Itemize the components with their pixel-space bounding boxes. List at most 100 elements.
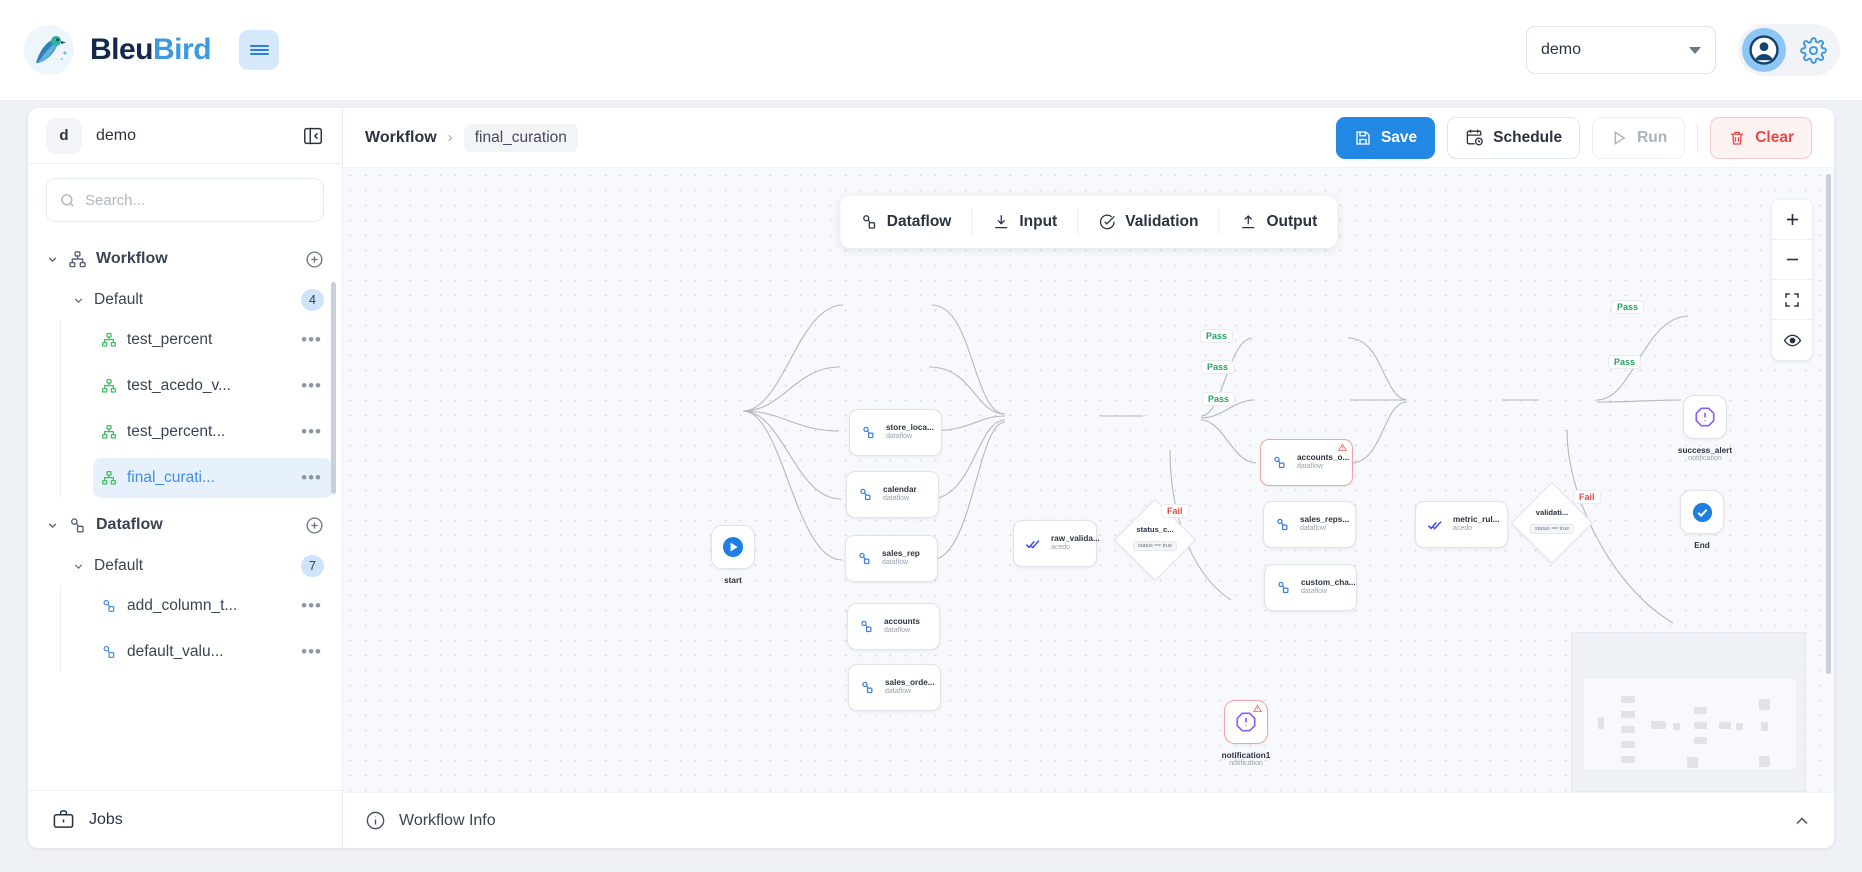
- workspace-name: demo: [96, 126, 137, 144]
- minimap-node: [1694, 707, 1707, 714]
- schedule-button[interactable]: Schedule: [1447, 116, 1581, 159]
- item-menu-icon[interactable]: •••: [301, 422, 322, 441]
- workflow-info-bar[interactable]: Workflow Info: [343, 792, 1834, 848]
- edge-label-fail: Fail: [1161, 504, 1189, 518]
- sidebar-item-add-column[interactable]: add_column_t... •••: [93, 586, 332, 626]
- sidebar-item-test-percent[interactable]: test_percent •••: [93, 320, 332, 360]
- breadcrumb-root[interactable]: Workflow: [365, 128, 437, 146]
- toolbar-divider: [1077, 209, 1079, 235]
- workflow-node-sales-reps[interactable]: sales_reps...dataflow: [1263, 501, 1356, 548]
- workflow-node-store-local[interactable]: store_loca...dataflow: [849, 409, 942, 456]
- alert-octagon-icon: [1236, 712, 1256, 732]
- node-title: metric_rul...: [1453, 515, 1500, 524]
- workflow-node-custom-cha[interactable]: custom_cha...dataflow: [1264, 564, 1357, 611]
- sidebar-subgroup-dataflow-default[interactable]: Default 7: [38, 546, 332, 586]
- hamburger-menu-icon[interactable]: [239, 30, 280, 70]
- workflow-hierarchy-icon: [101, 332, 117, 348]
- node-title: success_alert: [1677, 446, 1733, 455]
- workflow-node-sales-order[interactable]: sales_orde...dataflow: [848, 664, 941, 711]
- edge-label-pass: Pass: [1202, 392, 1236, 406]
- item-menu-icon[interactable]: •••: [301, 468, 322, 487]
- workflow-node-metric-rules[interactable]: metric_rul...acedo: [1415, 501, 1508, 548]
- canvas-tool-input[interactable]: Input: [972, 196, 1077, 248]
- dataflow-nodes-icon: [1275, 517, 1290, 532]
- canvas-scrollbar[interactable]: [1826, 174, 1831, 674]
- search-input[interactable]: [85, 191, 311, 209]
- clear-button-label: Clear: [1755, 128, 1794, 146]
- workflow-node-accounts-o[interactable]: accounts_o...dataflow: [1260, 439, 1353, 486]
- item-menu-icon[interactable]: •••: [301, 596, 322, 615]
- sidebar-item-jobs[interactable]: Jobs: [28, 790, 342, 848]
- org-select[interactable]: demo: [1526, 26, 1716, 74]
- workflow-info-label: Workflow Info: [399, 811, 496, 829]
- briefcase-icon: [52, 808, 75, 831]
- workflow-canvas[interactable]: Dataflow Input: [343, 168, 1834, 792]
- zoom-out-icon[interactable]: [1772, 240, 1812, 280]
- fit-view-icon[interactable]: [1772, 280, 1812, 320]
- search-icon: [59, 192, 76, 209]
- sidebar-group-workflow[interactable]: Workflow: [38, 238, 332, 280]
- workflow-node-raw-validation[interactable]: raw_valida...acedo: [1013, 520, 1100, 567]
- edge-label-pass: Pass: [1200, 329, 1234, 343]
- toolbar-divider: [1218, 209, 1220, 235]
- sidebar-item-test-percent-2[interactable]: test_percent... •••: [93, 412, 332, 452]
- sidebar-scrollbar[interactable]: [331, 282, 336, 494]
- canvas-minimap[interactable]: [1571, 632, 1806, 792]
- gear-icon[interactable]: [1798, 35, 1828, 65]
- save-button-label: Save: [1380, 128, 1418, 146]
- sidebar-item-label: test_acedo_v...: [127, 377, 231, 394]
- minimap-node: [1651, 721, 1666, 729]
- eye-visibility-icon[interactable]: [1772, 320, 1812, 360]
- dataflow-nodes-icon: [68, 516, 87, 535]
- node-subtitle: dataflow: [882, 559, 909, 567]
- check-circle-icon: [1098, 213, 1116, 231]
- search-box[interactable]: [46, 178, 324, 222]
- sidebar-item-final-curation[interactable]: final_curati... •••: [93, 458, 332, 498]
- workflow-node-notification1[interactable]: [1224, 700, 1268, 744]
- minimap-node: [1621, 696, 1635, 703]
- header-actions: Save Schedule: [1335, 116, 1812, 159]
- clear-button[interactable]: Clear: [1710, 116, 1812, 159]
- start-title: start: [724, 576, 742, 585]
- sidebar-subgroup-workflow-default[interactable]: Default 4: [38, 280, 332, 320]
- sidebar-item-default-value[interactable]: default_valu... •••: [93, 632, 332, 672]
- dataflow-nodes-icon: [1272, 455, 1287, 470]
- plus-circle-icon[interactable]: [305, 250, 324, 269]
- chevron-up-icon[interactable]: [1792, 811, 1812, 831]
- plus-circle-icon[interactable]: [305, 516, 324, 535]
- sidebar-item-test-acedo-v[interactable]: test_acedo_v... •••: [93, 366, 332, 406]
- sidebar-subgroup-count: 4: [301, 289, 324, 311]
- canvas-tool-output[interactable]: Output: [1219, 196, 1337, 248]
- item-menu-icon[interactable]: •••: [301, 376, 322, 395]
- main-header: Workflow › final_curation Save: [343, 108, 1834, 168]
- run-button[interactable]: Run: [1592, 116, 1686, 159]
- sidebar-item-label: test_percent: [127, 331, 213, 348]
- item-menu-icon[interactable]: •••: [301, 330, 322, 349]
- node-subtitle: notification: [1229, 760, 1263, 767]
- dataflow-nodes-icon: [101, 598, 117, 614]
- workflow-node-start[interactable]: [711, 525, 755, 569]
- panel-collapse-icon[interactable]: [302, 125, 324, 147]
- sidebar-group-dataflow[interactable]: Dataflow: [38, 504, 332, 546]
- canvas-tool-label: Input: [1019, 213, 1058, 230]
- workflow-node-end[interactable]: [1680, 490, 1724, 534]
- action-divider: [1697, 122, 1699, 153]
- save-button[interactable]: Save: [1335, 116, 1436, 159]
- zoom-in-icon[interactable]: [1772, 200, 1812, 240]
- workflow-node-success-alert[interactable]: [1683, 395, 1727, 439]
- workflow-hierarchy-icon: [68, 250, 87, 269]
- canvas-tool-dataflow[interactable]: Dataflow: [840, 196, 972, 248]
- sidebar: d demo: [28, 108, 343, 848]
- run-button-label: Run: [1637, 128, 1668, 146]
- user-avatar-icon[interactable]: [1742, 28, 1786, 72]
- node-title: custom_cha...: [1301, 578, 1356, 587]
- canvas-toolbar: Dataflow Input: [839, 196, 1338, 248]
- top-bar: BleuBird demo: [0, 0, 1862, 101]
- workflow-node-start-label: start: [673, 576, 793, 585]
- dataflow-nodes-icon: [101, 644, 117, 660]
- item-menu-icon[interactable]: •••: [301, 642, 322, 661]
- canvas-tool-validation[interactable]: Validation: [1078, 196, 1218, 248]
